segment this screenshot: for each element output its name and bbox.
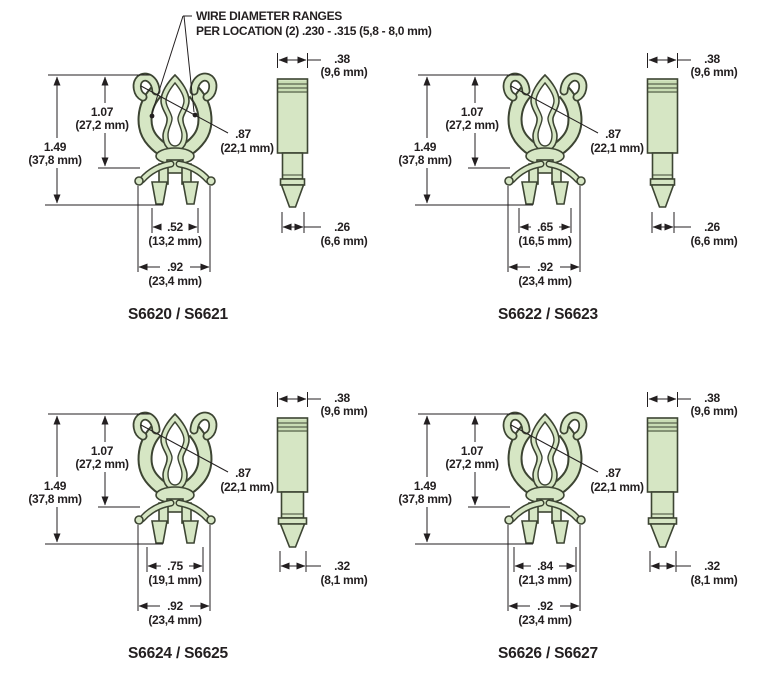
dim-pin-width-in: .38 xyxy=(334,391,350,405)
dim-base-span-in: .92 xyxy=(537,599,553,613)
dim-overall-height-mm: (37,8 mm) xyxy=(28,153,82,167)
dim-foot-span-in: .84 xyxy=(537,559,553,573)
dim-overall-height-in: 1.49 xyxy=(44,479,67,493)
dim-tip-width-in: .32 xyxy=(334,559,350,573)
dim-cradle-height-in: 1.07 xyxy=(461,105,484,119)
dim-cradle-width-mm: (22,1 mm) xyxy=(220,141,274,155)
dim-cradle-width-in: .87 xyxy=(235,466,251,480)
panel-s6622-s6623: 1.49 (37,8 mm) 1.07 (27,2 mm) .87 (22,1 … xyxy=(370,0,765,339)
panel-title: S6624 / S6625 xyxy=(128,645,229,662)
dim-tip-width-in: .26 xyxy=(334,220,350,234)
wire-note-line2: PER LOCATION (2) .230 - .315 (5,8 - 8,0 … xyxy=(196,24,432,38)
dim-cradle-width-in: .87 xyxy=(605,127,621,141)
dim-pin-width-in: .38 xyxy=(334,52,350,66)
dim-pin-width-mm: (9,6 mm) xyxy=(691,404,738,418)
dimension-labels: 1.49 (37,8 mm) 1.07 (27,2 mm) .87 (22,1 … xyxy=(398,52,738,288)
dim-cradle-height-in: 1.07 xyxy=(91,105,114,119)
dimension-labels: 1.49 (37,8 mm) 1.07 (27,2 mm) .87 (22,1 … xyxy=(28,391,368,627)
dim-pin-width-mm: (9,6 mm) xyxy=(321,65,368,79)
panel-drawing: 1.49 (37,8 mm) 1.07 (27,2 mm) .87 (22,1 … xyxy=(398,52,738,323)
wire-location-dot xyxy=(149,113,155,119)
clip-front-view xyxy=(505,75,585,204)
dim-cradle-height-mm: (27,2 mm) xyxy=(445,457,499,471)
pin-side-view xyxy=(646,78,679,208)
dim-base-span-mm: (23,4 mm) xyxy=(148,613,202,627)
dim-tip-width-mm: (6,6 mm) xyxy=(691,234,738,248)
wire-location-dot xyxy=(192,112,198,118)
dimension-labels: 1.49 (37,8 mm) 1.07 (27,2 mm) .87 (22,1 … xyxy=(398,391,738,627)
dim-cradle-height-mm: (27,2 mm) xyxy=(445,118,499,132)
dim-cradle-width-mm: (22,1 mm) xyxy=(220,480,274,494)
dim-foot-span-mm: (16,5 mm) xyxy=(518,234,572,248)
panel-title: S6626 / S6627 xyxy=(498,645,598,662)
dim-base-span-in: .92 xyxy=(167,260,183,274)
dimension-lines xyxy=(45,392,321,611)
dim-foot-span-in: .65 xyxy=(537,220,553,234)
pin-side-view xyxy=(646,417,679,548)
dim-tip-width-in: .32 xyxy=(704,559,720,573)
dim-tip-width-mm: (8,1 mm) xyxy=(691,573,738,587)
dim-foot-span-in: .75 xyxy=(167,559,183,573)
panel-s6624-s6625: 1.49 (37,8 mm) 1.07 (27,2 mm) .87 (22,1 … xyxy=(0,339,395,678)
dimension-labels: 1.49 (37,8 mm) 1.07 (27,2 mm) .87 (22,1 … xyxy=(28,52,368,288)
dim-overall-height-mm: (37,8 mm) xyxy=(398,153,452,167)
panel-drawing: WIRE DIAMETER RANGES PER LOCATION (2) .2… xyxy=(28,9,432,323)
dim-pin-width-in: .38 xyxy=(704,391,720,405)
clip-front-view xyxy=(135,75,215,204)
dim-foot-span-mm: (19,1 mm) xyxy=(148,573,202,587)
dim-foot-span-in: .52 xyxy=(167,220,183,234)
dim-overall-height-in: 1.49 xyxy=(414,140,437,154)
dim-base-span-in: .92 xyxy=(537,260,553,274)
panel-s6626-s6627: 1.49 (37,8 mm) 1.07 (27,2 mm) .87 (22,1 … xyxy=(370,339,765,678)
panel-drawing: 1.49 (37,8 mm) 1.07 (27,2 mm) .87 (22,1 … xyxy=(398,391,738,662)
dim-overall-height-mm: (37,8 mm) xyxy=(398,492,452,506)
pin-side-view xyxy=(276,417,309,548)
dim-cradle-height-mm: (27,2 mm) xyxy=(75,118,129,132)
dimension-lines xyxy=(415,53,691,272)
dim-base-span-mm: (23,4 mm) xyxy=(148,274,202,288)
dim-cradle-width-in: .87 xyxy=(235,127,251,141)
dim-cradle-width-mm: (22,1 mm) xyxy=(590,480,644,494)
dimension-lines xyxy=(415,392,691,611)
dim-overall-height-in: 1.49 xyxy=(44,140,67,154)
dim-base-span-mm: (23,4 mm) xyxy=(518,274,572,288)
dim-tip-width-in: .26 xyxy=(704,220,720,234)
dim-base-span-mm: (23,4 mm) xyxy=(518,613,572,627)
dim-tip-width-mm: (8,1 mm) xyxy=(321,573,368,587)
dim-pin-width-in: .38 xyxy=(704,52,720,66)
wire-note: WIRE DIAMETER RANGES PER LOCATION (2) .2… xyxy=(149,9,432,119)
dim-cradle-width-in: .87 xyxy=(605,466,621,480)
panel-title: S6620 / S6621 xyxy=(128,306,229,323)
dimension-lines xyxy=(45,53,321,272)
dim-cradle-width-mm: (22,1 mm) xyxy=(590,141,644,155)
dim-tip-width-mm: (6,6 mm) xyxy=(321,234,368,248)
clip-front-view xyxy=(505,414,585,543)
dim-overall-height-mm: (37,8 mm) xyxy=(28,492,82,506)
pin-side-view xyxy=(276,78,309,208)
dim-cradle-height-mm: (27,2 mm) xyxy=(75,457,129,471)
dim-cradle-height-in: 1.07 xyxy=(91,444,114,458)
dim-base-span-in: .92 xyxy=(167,599,183,613)
dim-cradle-height-in: 1.07 xyxy=(461,444,484,458)
wire-note-line1: WIRE DIAMETER RANGES xyxy=(196,9,342,23)
panel-s6620-s6621: WIRE DIAMETER RANGES PER LOCATION (2) .2… xyxy=(0,0,432,339)
clip-front-view xyxy=(135,414,215,543)
panel-drawing: 1.49 (37,8 mm) 1.07 (27,2 mm) .87 (22,1 … xyxy=(28,391,368,662)
dim-foot-span-mm: (13,2 mm) xyxy=(148,234,202,248)
dim-overall-height-in: 1.49 xyxy=(414,479,437,493)
dim-pin-width-mm: (9,6 mm) xyxy=(321,404,368,418)
dim-foot-span-mm: (21,3 mm) xyxy=(518,573,572,587)
dim-pin-width-mm: (9,6 mm) xyxy=(691,65,738,79)
panel-title: S6622 / S6623 xyxy=(498,306,599,323)
